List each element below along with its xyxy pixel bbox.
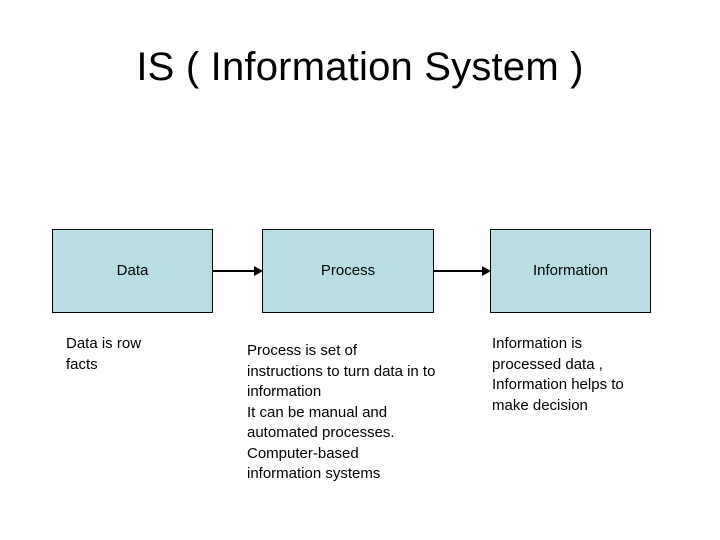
flow-box-data[interactable]: Data: [52, 229, 213, 313]
flow-box-information[interactable]: Information: [490, 229, 651, 313]
arrow-right-icon-data-to-process: [212, 264, 263, 278]
flow-box-label-process: Process: [320, 262, 376, 279]
description-data: Data is row facts: [66, 335, 142, 373]
arrow-head: [254, 266, 263, 276]
arrow-shaft: [433, 270, 484, 272]
arrow-right-icon-process-to-information: [433, 264, 491, 278]
description-process: Process is set of instructions to turn d…: [247, 342, 436, 482]
flow-box-label-data: Data: [116, 262, 149, 279]
page-title: IS ( Information System ): [136, 45, 584, 89]
arrow-head: [482, 266, 491, 276]
description-information: Information is processed data , Informat…: [492, 335, 624, 414]
flow-box-label-information: Information: [532, 262, 609, 279]
flow-box-process[interactable]: Process: [262, 229, 434, 313]
arrow-shaft: [212, 270, 256, 272]
